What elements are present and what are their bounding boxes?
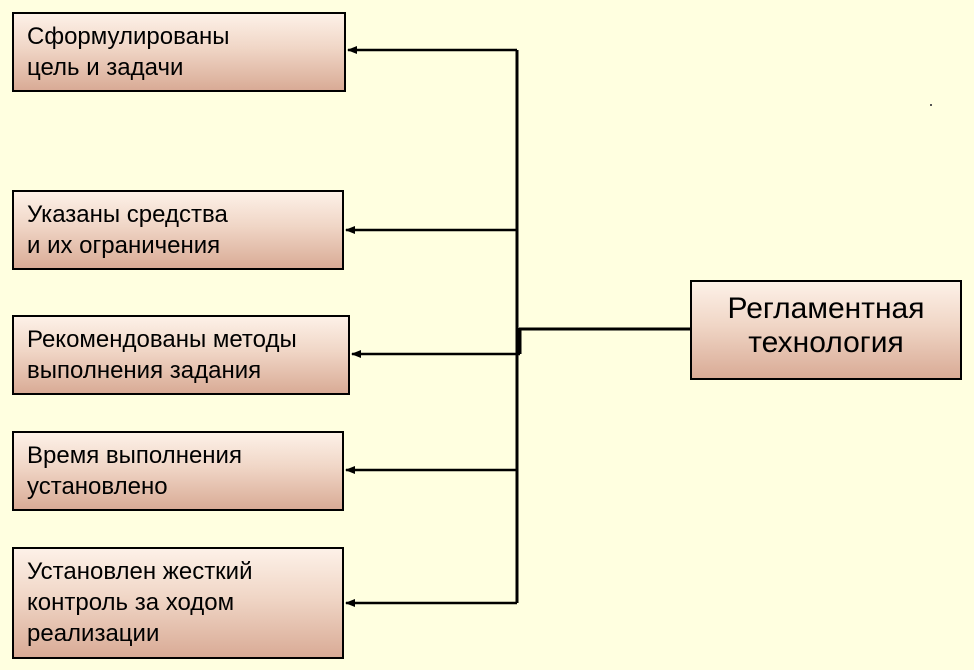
item-box-means-line-1: Указаны средства bbox=[27, 201, 228, 228]
item-box-control-line-2: контроль за ходом bbox=[27, 589, 235, 616]
stray-dot bbox=[930, 104, 932, 106]
item-box-control-line-3: реализации bbox=[27, 620, 160, 647]
item-box-time: Время выполнения установлено bbox=[12, 431, 344, 511]
item-box-means-line-2: и их ограничения bbox=[27, 232, 221, 259]
central-box: Регламентная технология bbox=[690, 280, 962, 380]
central-box-line-2: технология bbox=[748, 326, 904, 359]
item-box-goals: Сформулированы цель и задачи bbox=[12, 12, 346, 92]
item-box-methods-line-1: Рекомендованы методы bbox=[27, 326, 297, 353]
item-box-methods-line-2: выполнения задания bbox=[27, 357, 262, 384]
item-box-methods: Рекомендованы методы выполнения задания bbox=[12, 315, 350, 395]
item-box-goals-line-1: Сформулированы bbox=[27, 23, 230, 50]
item-box-goals-line-2: цель и задачи bbox=[27, 54, 184, 81]
item-box-time-line-1: Время выполнения bbox=[27, 442, 242, 469]
item-box-control: Установлен жесткий контроль за ходом реа… bbox=[12, 547, 344, 659]
central-box-line-1: Регламентная bbox=[727, 292, 925, 325]
item-box-time-line-2: установлено bbox=[27, 473, 168, 500]
item-box-means: Указаны средства и их ограничения bbox=[12, 190, 344, 270]
item-box-control-line-1: Установлен жесткий bbox=[27, 558, 253, 585]
